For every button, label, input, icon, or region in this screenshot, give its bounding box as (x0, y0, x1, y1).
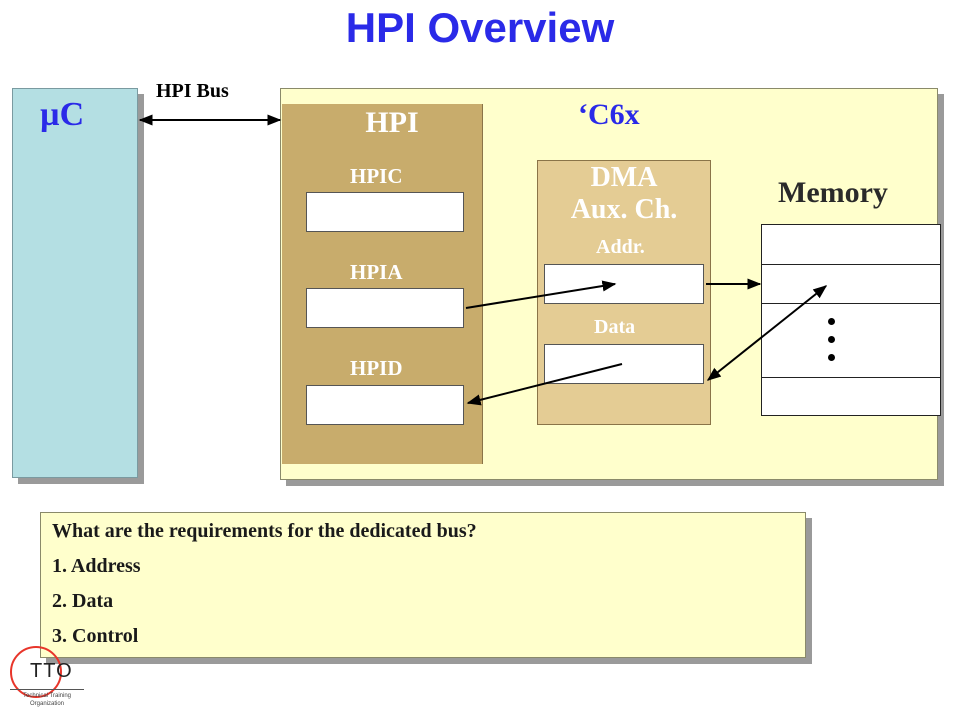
memory-label: Memory (778, 176, 888, 209)
memory-row-divider (762, 303, 940, 304)
hpid-label: HPID (350, 356, 403, 380)
c6x-label: ‘C6x (578, 98, 640, 131)
hpic-register (306, 192, 464, 232)
hpia-register (306, 288, 464, 328)
hpi-bus-label: HPI Bus (156, 80, 229, 102)
dma-title-line1: DMA (590, 162, 658, 193)
dma-title: DMA Aux. Ch. (537, 162, 711, 226)
ellipsis-dot (828, 318, 835, 325)
tto-logo-ring-icon (10, 646, 62, 698)
dma-data-label: Data (594, 316, 636, 338)
dma-addr-register (544, 264, 704, 304)
page-title: HPI Overview (345, 4, 615, 51)
microcontroller-label: µC (40, 96, 85, 133)
tto-logo-rule (10, 689, 84, 690)
ellipsis-dot (828, 336, 835, 343)
answer-item: 1. Address (52, 555, 141, 577)
memory-row-divider (762, 264, 940, 265)
ellipsis-dot (828, 354, 835, 361)
answer-item: 3. Control (52, 625, 139, 647)
question-prompt: What are the requirements for the dedica… (52, 520, 477, 542)
tto-logo-text: TTO (30, 660, 73, 682)
tto-logo-subtitle: Technical Training Organization (22, 693, 72, 707)
hpic-label: HPIC (350, 164, 403, 188)
microcontroller-block (12, 88, 138, 478)
hpia-label: HPIA (350, 260, 403, 284)
memory-column (761, 224, 941, 416)
dma-data-register (544, 344, 704, 384)
question-box (40, 512, 806, 658)
dma-addr-label: Addr. (596, 236, 645, 258)
answer-item: 2. Data (52, 590, 114, 612)
hpid-register (306, 385, 464, 425)
hpi-label: HPI (365, 106, 419, 139)
dma-title-line2: Aux. Ch. (570, 194, 678, 225)
memory-row-divider (762, 377, 940, 378)
